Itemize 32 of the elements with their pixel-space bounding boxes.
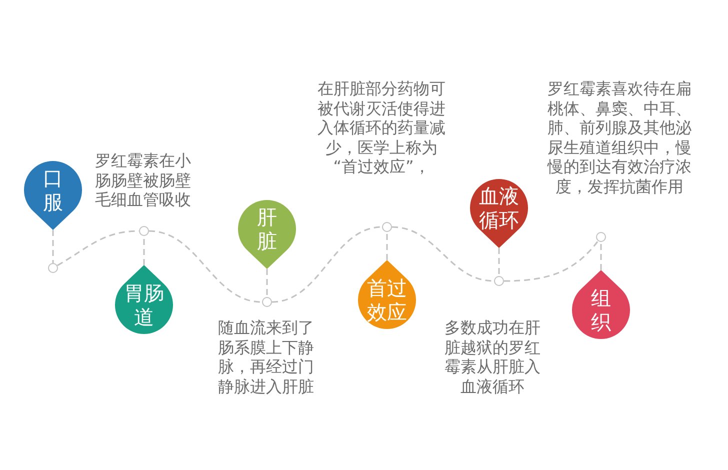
- timeline-dot: [262, 297, 272, 307]
- timeline-dot: [48, 263, 58, 273]
- pin-label: 胃肠道: [124, 281, 164, 329]
- pin-marker: [238, 200, 296, 269]
- pin-label: 肝脏: [257, 205, 277, 253]
- pin-label: 组织: [591, 286, 611, 334]
- description-text: 罗红霉素喜欢待在扁桃体、鼻窦、中耳、肺、前列腺及其他泌尿生殖道组织中，慢慢的到达有效治疗浓度，发挥抗菌作用: [546, 79, 692, 196]
- pin-label: 口服: [43, 166, 63, 214]
- pin-marker: [115, 265, 173, 334]
- pin-marker: [358, 260, 416, 329]
- dashed-line: [266, 269, 268, 297]
- pin-marker: [470, 179, 528, 248]
- dashed-curve: [504, 240, 599, 282]
- timeline-dot: [382, 222, 392, 232]
- pin-marker: [24, 161, 82, 230]
- description-text: 罗红霉素在小肠肠壁被肠壁毛细血管吸收: [95, 151, 192, 210]
- timeline-dot: [494, 276, 504, 286]
- pin-label: 首过效应: [367, 276, 407, 324]
- dashed-curve: [272, 226, 382, 303]
- timeline-dot: [596, 232, 606, 242]
- description-text: 在肝脏部分药物可被代谢灭活使得进入体循环的药量减少，医学上称为“首过效应”，: [316, 79, 446, 176]
- dashed-line: [386, 232, 388, 260]
- dashed-line: [600, 242, 602, 270]
- description-text: 多数成功在肝脏越狱的罗红霉素从肝脏入血液循环: [444, 318, 542, 396]
- dashed-curve: [148, 230, 262, 303]
- dashed-line: [143, 236, 145, 265]
- description-text: 随血流来到了肠系膜上下静脉，再经过门静脉进入肝脏: [218, 318, 315, 396]
- dashed-line: [498, 248, 500, 276]
- pin-label: 血液循环: [479, 184, 519, 232]
- dashed-line: [52, 230, 54, 263]
- pin-marker: [572, 270, 630, 339]
- timeline-dot: [139, 226, 149, 236]
